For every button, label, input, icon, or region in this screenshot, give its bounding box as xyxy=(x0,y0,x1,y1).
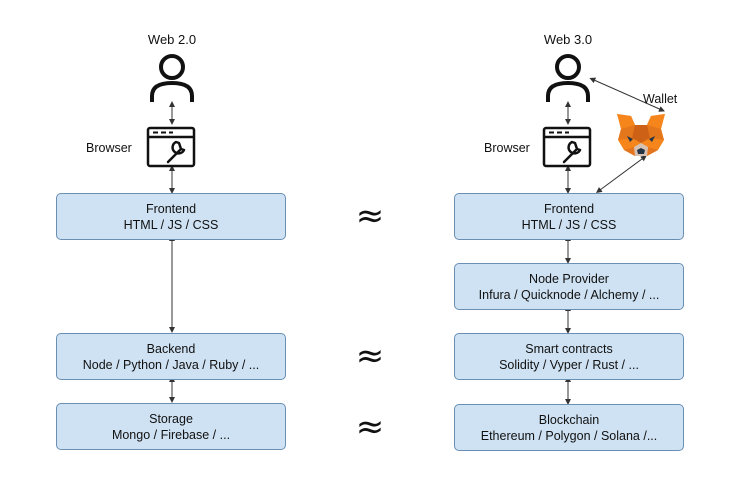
browser-window-icon xyxy=(542,126,592,168)
arrow-user-wallet xyxy=(589,77,665,112)
arrow-wallet-frontend xyxy=(595,155,647,193)
web2-browser-label: Browser xyxy=(86,141,132,155)
approx-sign-frontend: ≈ xyxy=(355,196,385,236)
box-subtitle: Ethereum / Polygon / Solana /... xyxy=(480,428,658,443)
browser-window-icon xyxy=(146,126,196,168)
box-subtitle: HTML / JS / CSS xyxy=(123,217,219,232)
user-icon xyxy=(546,54,590,102)
box-title: Backend xyxy=(146,341,196,356)
box-title: Blockchain xyxy=(538,412,600,427)
box-subtitle: HTML / JS / CSS xyxy=(521,217,617,232)
web2-storage-box: Storage Mongo / Firebase / ... xyxy=(56,403,286,450)
web2-frontend-box: Frontend HTML / JS / CSS xyxy=(56,193,286,240)
box-title: Storage xyxy=(149,411,193,426)
user-icon xyxy=(150,54,194,102)
web3-blockchain-box: Blockchain Ethereum / Polygon / Solana /… xyxy=(454,404,684,451)
metamask-fox-icon xyxy=(617,114,665,156)
box-subtitle: Infura / Quicknode / Alchemy / ... xyxy=(478,287,660,302)
web3-frontend-box: Frontend HTML / JS / CSS xyxy=(454,193,684,240)
box-title: Frontend xyxy=(543,201,595,216)
approx-sign-storage: ≈ xyxy=(355,407,385,447)
box-subtitle: Node / Python / Java / Ruby / ... xyxy=(82,357,260,372)
web3-browser-label: Browser xyxy=(484,141,530,155)
box-title: Node Provider xyxy=(529,271,609,286)
web2-heading: Web 2.0 xyxy=(147,32,197,47)
box-subtitle: Mongo / Firebase / ... xyxy=(111,427,231,442)
approx-sign-backend: ≈ xyxy=(355,336,385,376)
box-title: Smart contracts xyxy=(525,341,613,356)
web3-node-provider-box: Node Provider Infura / Quicknode / Alche… xyxy=(454,263,684,310)
web3-heading: Web 3.0 xyxy=(543,32,593,47)
wallet-label: Wallet xyxy=(643,92,678,106)
web2-backend-box: Backend Node / Python / Java / Ruby / ..… xyxy=(56,333,286,380)
web3-smart-contracts-box: Smart contracts Solidity / Vyper / Rust … xyxy=(454,333,684,380)
box-title: Frontend xyxy=(145,201,197,216)
box-subtitle: Solidity / Vyper / Rust / ... xyxy=(499,357,639,372)
